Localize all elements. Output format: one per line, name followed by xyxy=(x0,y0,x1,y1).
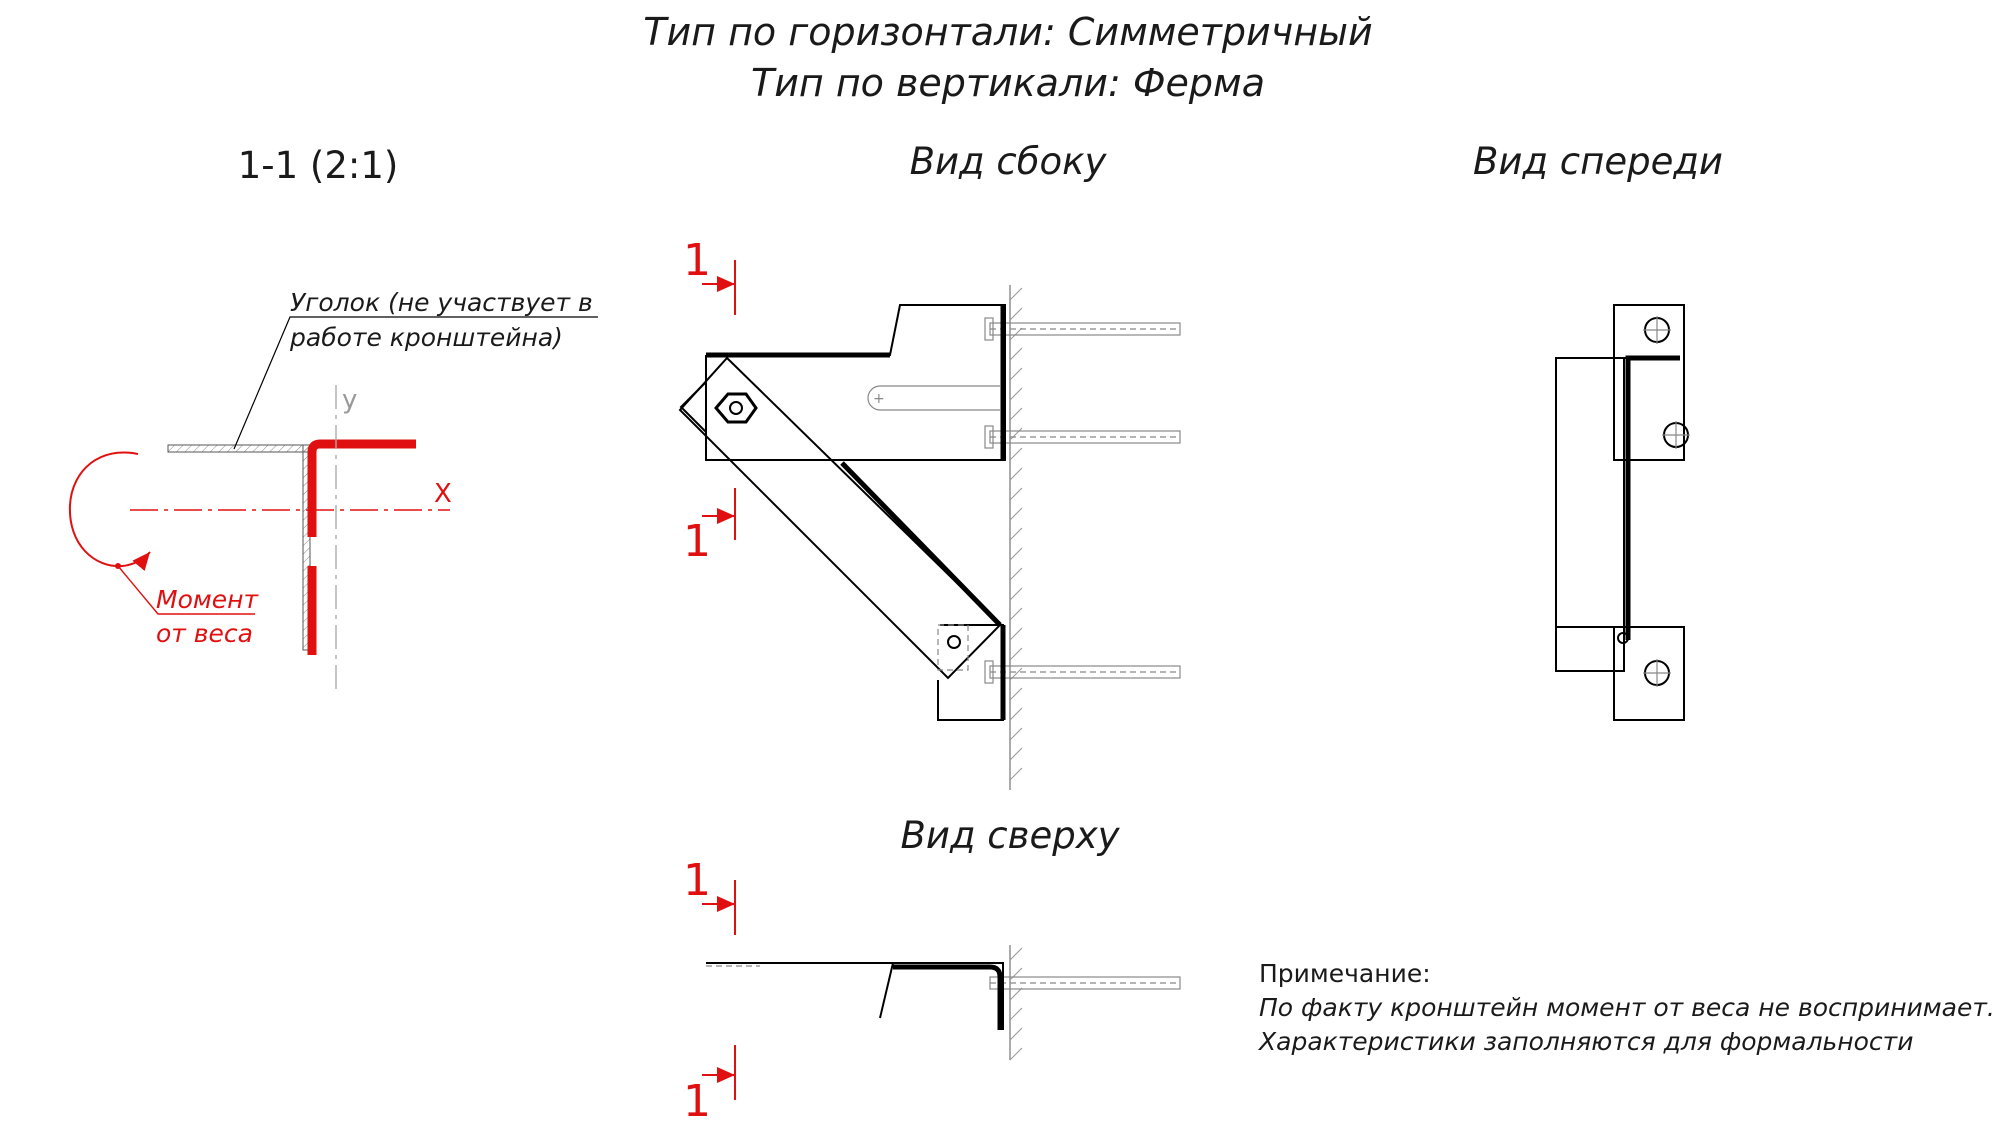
note-title: Примечание: xyxy=(1259,959,1431,988)
top-bracket-outline xyxy=(706,962,1004,1030)
top-view-title: Вид сверху xyxy=(901,814,1121,857)
moment-arrow xyxy=(68,451,151,571)
front-angle-profile xyxy=(1625,355,1680,640)
note-line-2: Характеристики заполняются для формально… xyxy=(1257,1027,1913,1056)
section-mark-bottom-label: 1 xyxy=(683,516,711,567)
diagonal-strut-edge xyxy=(840,461,1002,627)
top-wall-hatching xyxy=(1009,947,1023,1061)
angle-profile-vertical xyxy=(302,444,311,651)
slot-center-mark: + xyxy=(873,391,885,407)
top-bracket-slope xyxy=(879,962,894,1019)
moment-label-line2: от веса xyxy=(156,619,253,648)
moment-leader-dot xyxy=(115,563,121,569)
side-view-drawing: + 1 1 xyxy=(678,235,1181,790)
top-angle-profile xyxy=(893,964,1003,1030)
diagonal-strut xyxy=(678,356,1002,680)
front-view-title: Вид спереди xyxy=(1473,140,1723,183)
front-hinge xyxy=(1617,632,1629,644)
header-horizontal-type: Тип по горизонтали: Симметричный xyxy=(643,10,1373,54)
front-bottom-plate xyxy=(1613,626,1685,721)
wall-hatching xyxy=(1009,287,1023,781)
top-view-drawing: 1 1 xyxy=(683,855,1181,1125)
hinge-nut xyxy=(714,392,758,424)
lower-hinge xyxy=(947,635,961,649)
section-mark-top-label: 1 xyxy=(683,235,711,286)
moment-label-line1: Момент xyxy=(156,585,259,614)
angle-label-line1: Уголок (не участвует в xyxy=(290,288,593,317)
section-view-title: 1-1 (2:1) xyxy=(238,144,399,187)
note-line-1: По факту кронштейн момент от веса не вос… xyxy=(1259,993,1995,1022)
front-view-drawing xyxy=(1555,304,1690,721)
angle-label-line2: работе кронштейна) xyxy=(289,323,563,352)
moment-leader-line xyxy=(117,565,255,615)
top-section-mark-top-label: 1 xyxy=(683,855,711,906)
bracket-lower-hidden xyxy=(937,624,969,671)
bracket-profile xyxy=(307,439,416,537)
anchor-bolts xyxy=(984,317,1181,684)
slotted-hole xyxy=(867,385,1000,411)
axis-x-label: X xyxy=(434,479,452,509)
section-1-1-drawing: X y Уголок (не участвует в работе кроншт… xyxy=(68,288,598,690)
header-vertical-type: Тип по вертикали: Ферма xyxy=(751,61,1265,105)
hinge-bolt xyxy=(729,401,743,415)
top-section-mark-bottom-label: 1 xyxy=(683,1076,711,1125)
axis-y-label: y xyxy=(342,385,357,415)
angle-leader-line xyxy=(233,316,598,450)
side-view-title: Вид сбоку xyxy=(910,140,1108,183)
angle-profile-horizontal xyxy=(167,444,311,453)
front-top-plate xyxy=(1613,304,1685,461)
